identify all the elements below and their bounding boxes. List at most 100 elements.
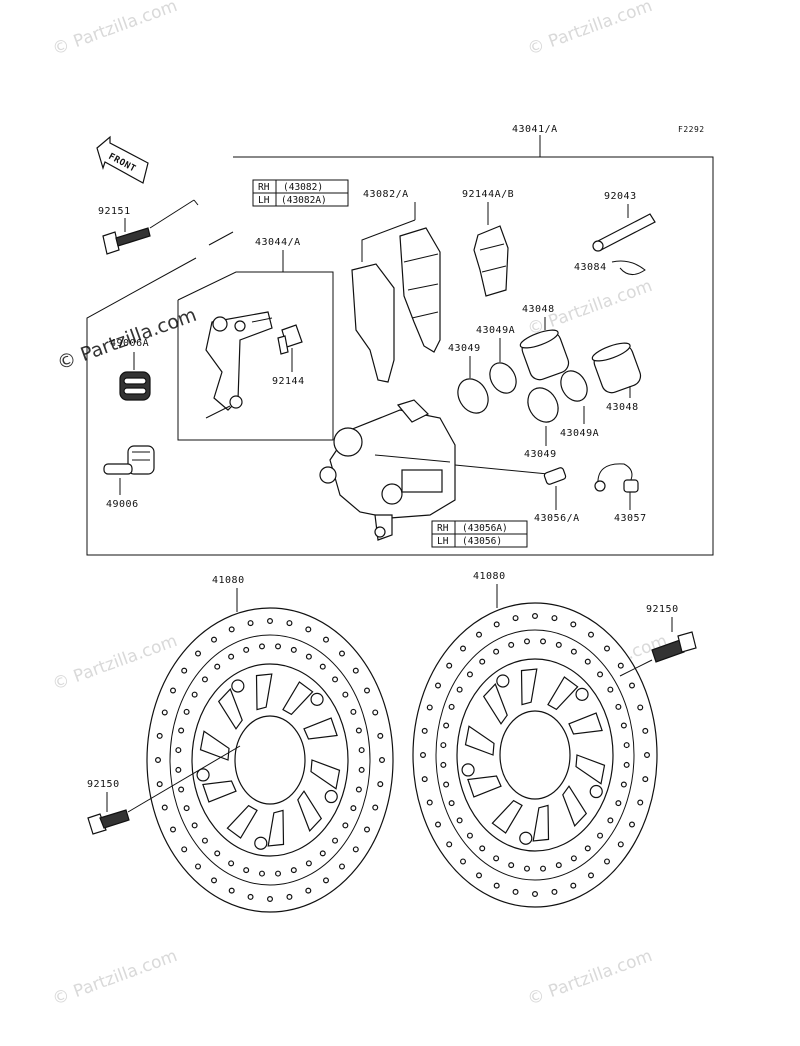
watermark: © Partzilla.com [525,946,655,1010]
disc-hole [355,786,362,793]
disc-hole [617,662,624,669]
disc-hole [615,800,622,807]
caliper-assembly-box: 43041/A [86,124,714,556]
svg-text:(43056): (43056) [462,536,502,547]
disc-hole [523,638,530,645]
disc-carrier-slots [461,668,606,845]
disc-hole [551,615,558,622]
disc-hole [440,761,447,768]
disc-hole [460,645,467,652]
disc-hole [493,855,500,862]
disc-hole [170,687,177,694]
part-label-92043: 92043 [604,191,637,202]
disc-hole [338,650,345,657]
disc-hole [352,667,359,674]
disc-hole [637,704,644,711]
disc-hole [243,867,250,874]
disc-carrier-slots [196,673,341,850]
disc-hole [214,663,221,670]
carrier-slot [482,682,508,725]
disc-hole [597,671,604,678]
part-label-92144: 92144 [272,376,305,387]
disc-hole [352,846,359,853]
svg-text:(43082): (43082) [283,182,323,193]
disc-hole [211,877,218,884]
disc-hole [363,687,370,694]
disc-hole [377,781,384,788]
disc-hole [512,888,519,895]
disc-hole [332,837,339,844]
disc-hole [305,626,312,633]
disc-hole [358,766,365,773]
brake-pads-43082A: 43082/A [351,189,441,383]
disc-hole [156,781,163,788]
disc-hole [508,862,515,869]
disc-hole [195,650,202,657]
disc-hole [191,822,198,829]
disc-hole [290,646,297,653]
disc-hole [323,636,330,643]
carrier-slot [467,775,502,798]
carrier-slot [520,668,538,706]
disc-hole [175,747,182,754]
part-label-43048-right: 43048 [606,402,639,413]
carrier-slot [547,676,579,711]
figure-code: F2292 [678,125,705,134]
disc-hole [448,800,455,807]
disc-hole [570,621,577,628]
disc-hole [267,617,274,624]
disc-hole [258,643,265,650]
watermark: © Partzilla.com [525,0,655,60]
disc-hole [155,756,162,763]
disc-hole [420,751,427,758]
part-label-43056A: 43056/A [534,513,580,524]
disc-hole [228,860,235,867]
disc-hole [426,704,433,711]
disc-hole [435,821,442,828]
disc-hole [275,870,282,877]
disc-hole [305,653,312,660]
disc-hole [358,747,365,754]
disc-hole [181,846,188,853]
disc-hole [350,708,357,715]
carrier-slot [217,687,243,730]
carrier-slot [303,717,338,740]
disc-hole [214,850,221,857]
shim-92144AB: 92144A/B [462,189,514,297]
disc-hole [476,631,483,638]
disc-hole [476,872,483,879]
disc-hole [379,756,386,763]
part-label-92151: 92151 [98,206,131,217]
disc-hole [551,888,558,895]
disc-hole [355,727,362,734]
bleeder-43056A: 43056/A [534,467,580,524]
svg-text:(43056A): (43056A) [462,523,508,534]
disc-hole [584,658,591,665]
disc-hole [275,643,282,650]
disc-hole [642,776,649,783]
carrier-bolt [254,836,268,850]
disc-hole [446,662,453,669]
pin-92043: 92043 43084 [574,191,656,275]
disc-hole [161,709,168,716]
carrier-slot [562,785,588,828]
disc-hole [228,653,235,660]
caliper-body [319,399,549,541]
part-label-43049A-top: 43049A [476,325,515,336]
disc-hole [421,776,428,783]
svg-text:(43082A): (43082A) [281,195,327,206]
caliper-rh-lh-table: RH (43056A) LH (43056) [431,520,528,548]
disc-hole [267,895,274,902]
disc-hole [258,870,265,877]
disc-hole [448,703,455,710]
disc-hole [620,722,627,729]
disc-hole [243,646,250,653]
carrier-bolt [461,763,475,777]
carrier-slot [464,725,495,756]
disc-hole [570,855,577,862]
carrier-bolt [519,831,533,845]
disc-hole [319,663,326,670]
disc-hole [512,615,519,622]
svg-text:LH: LH [437,536,449,547]
disc-hole [555,862,562,869]
